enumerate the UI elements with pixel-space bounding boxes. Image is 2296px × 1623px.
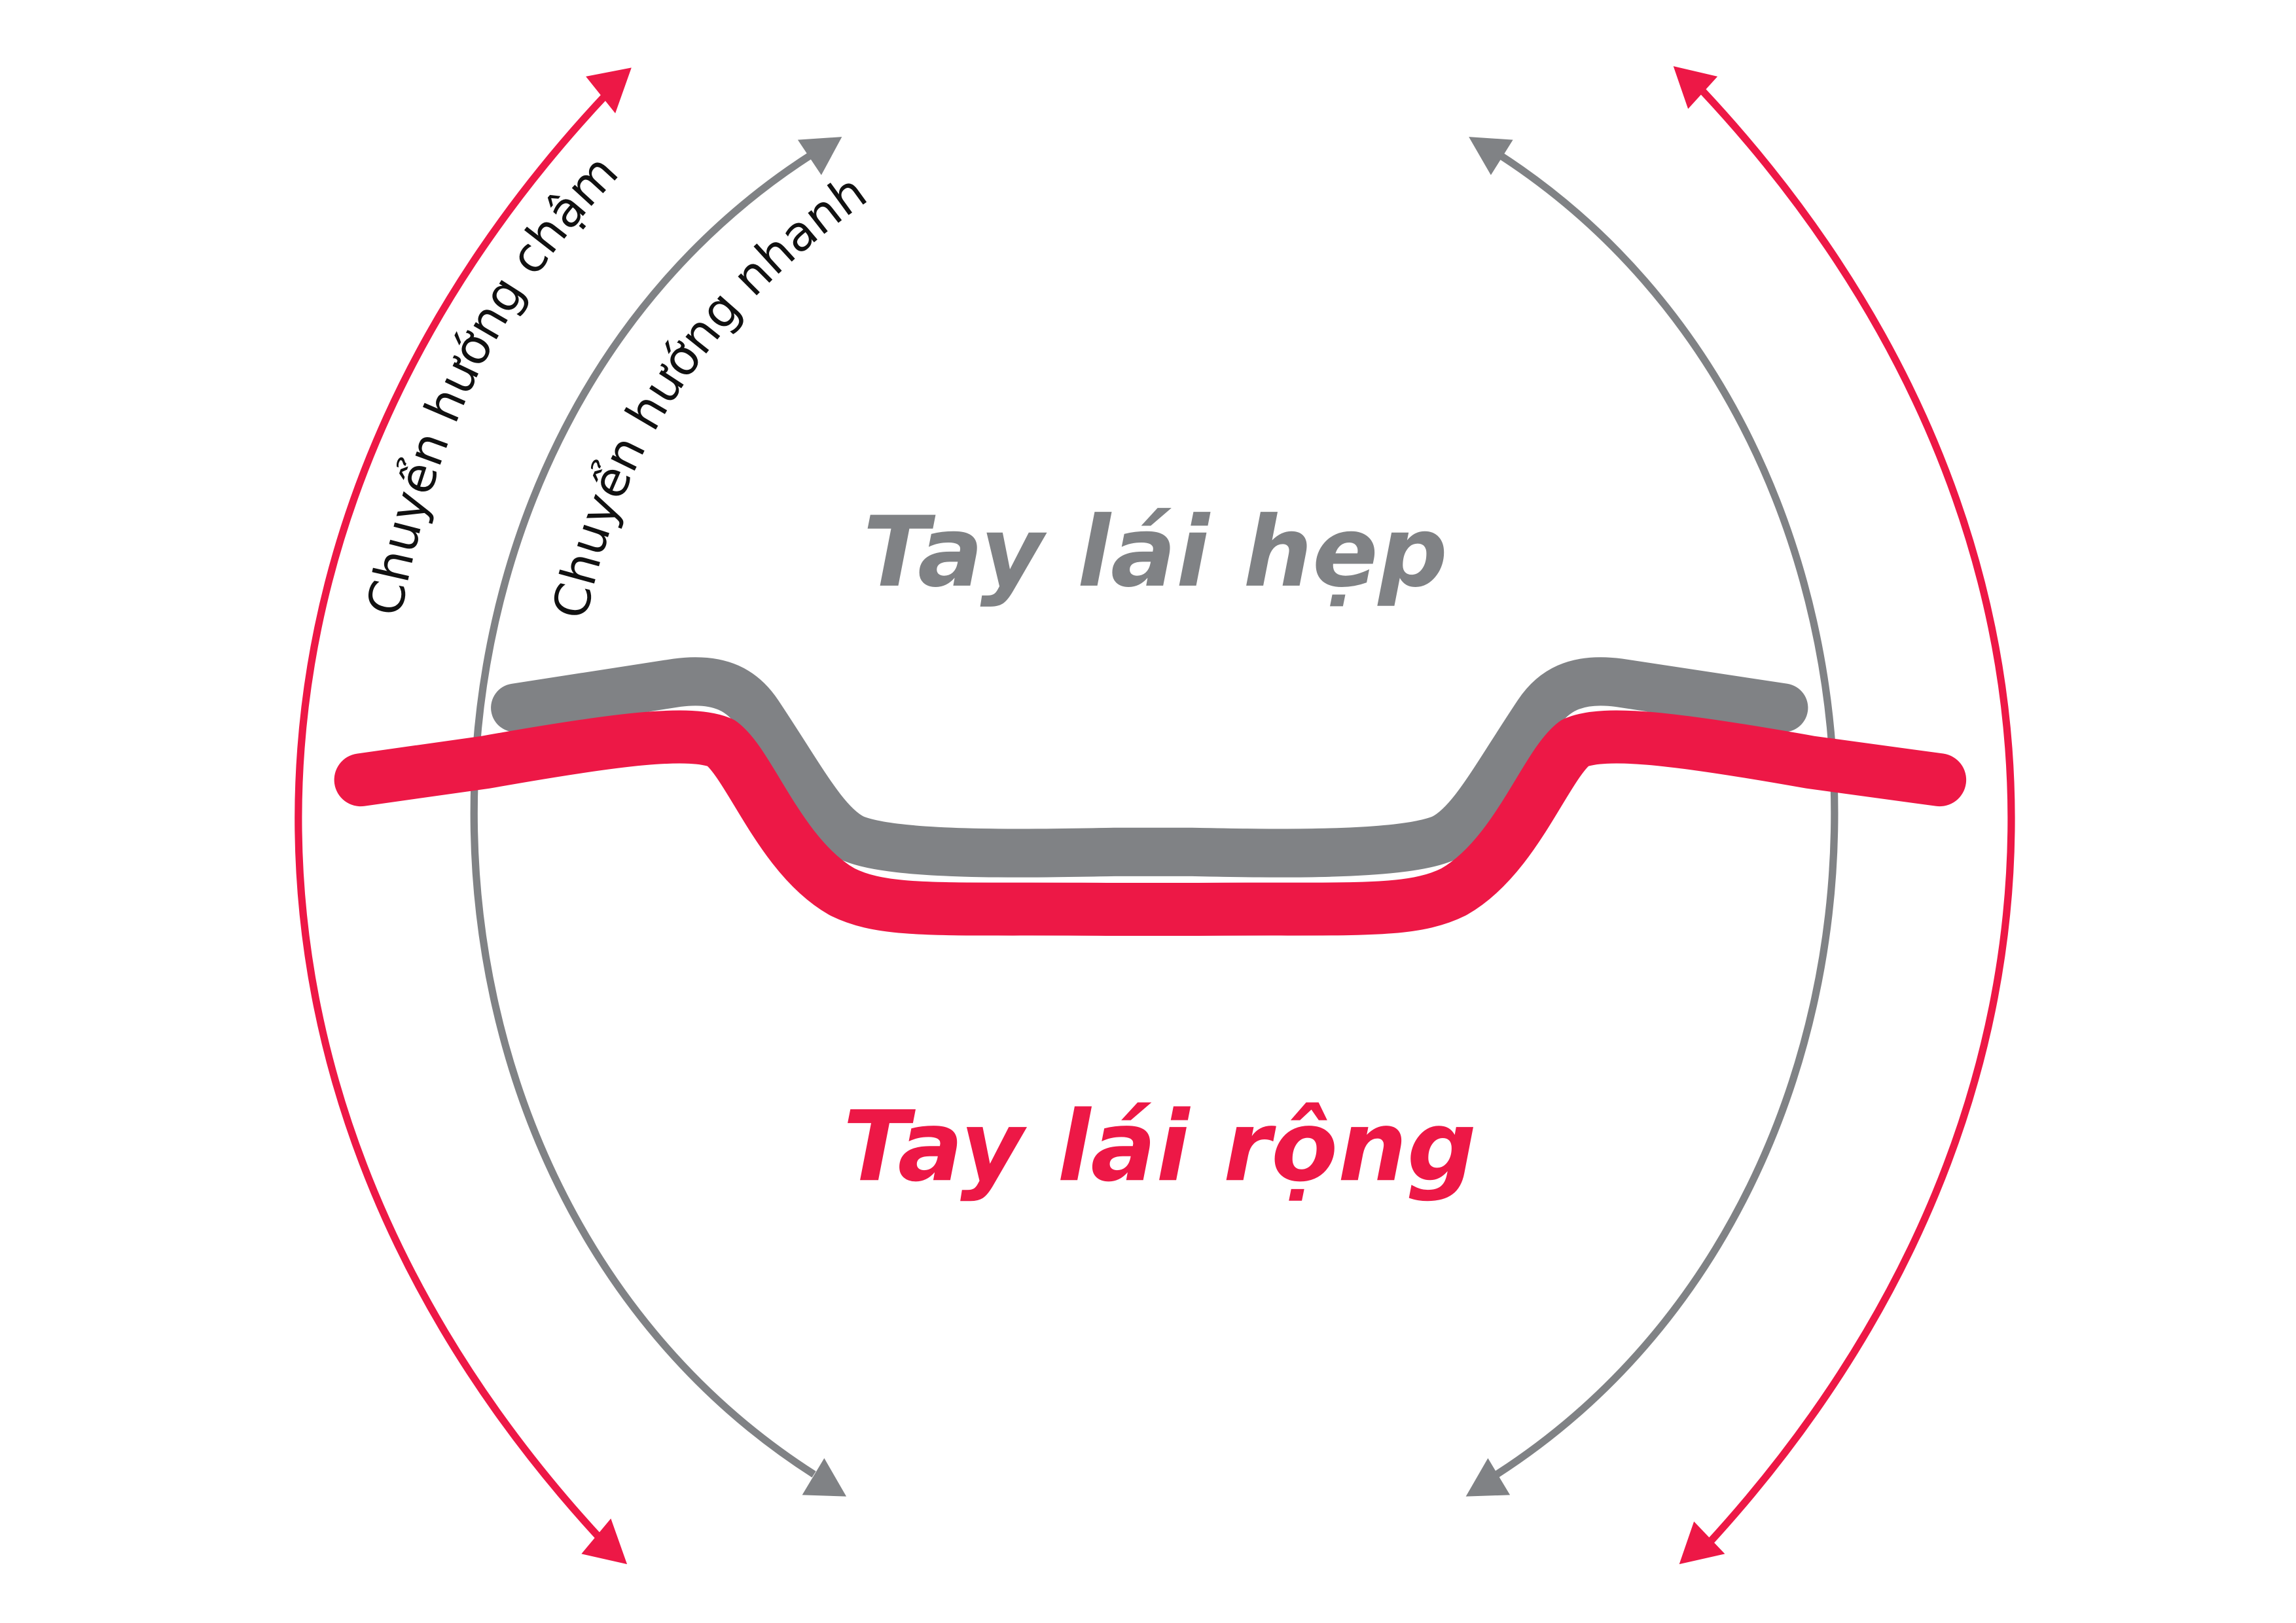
wide-steering-arc-left: [295, 67, 632, 1565]
narrow-bar-label: Tay lái hẹp: [863, 495, 1448, 609]
arrow-up-icon: [1673, 66, 1718, 109]
wide-bar-label: Tay lái rộng: [843, 1090, 1477, 1203]
narrow-steering-arc-left: [470, 137, 847, 1497]
wide-steering-arc-right: [1673, 66, 2015, 1565]
arrow-up-icon: [1469, 137, 1513, 175]
narrow-steering-arc-right: [1465, 137, 1839, 1497]
arrow-up-icon: [586, 67, 632, 114]
wide-handlebar: [334, 710, 1967, 936]
arrow-down-icon: [1465, 1458, 1511, 1497]
narrow-handlebar: [491, 657, 1808, 878]
arrow-down-icon: [802, 1458, 847, 1497]
arrow-up-icon: [797, 137, 842, 175]
arrow-down-icon: [581, 1518, 628, 1565]
arrow-down-icon: [1679, 1521, 1725, 1565]
